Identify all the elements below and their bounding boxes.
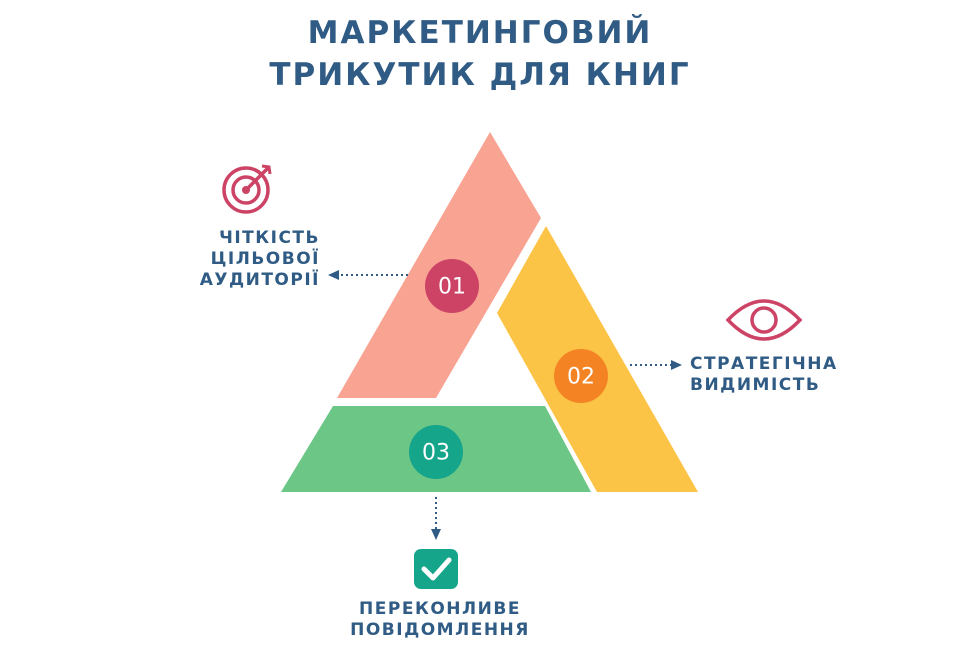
connector-01 [328,270,408,280]
page-title: МАРКЕТИНГОВИЙ ТРИКУТИК ДЛЯ КНИГ [0,12,960,96]
segment-03-badge: 03 [409,425,463,479]
segment-01-label: ЧІТКІСТЬ ЦІЛЬОВОЇ АУДИТОРІЇ [199,228,320,290]
connector-02 [630,360,682,370]
eye-icon [725,299,803,341]
segment-03-label: ПЕРЕКОНЛИВЕ ПОВІДОМЛЕННЯ [350,599,530,640]
segment-03-number: 03 [422,441,450,466]
connector-03 [431,497,441,540]
segment-02-label: СТРАТЕГІЧНА ВИДИМІСТЬ [690,354,838,395]
title-line-1: МАРКЕТИНГОВИЙ [307,15,653,51]
segment-02-badge: 02 [554,349,608,403]
title-line-2: ТРИКУТИК ДЛЯ КНИГ [269,57,691,93]
segment-02-number: 02 [567,365,595,390]
check-icon [414,549,458,589]
segment-01-number: 01 [438,275,466,300]
target-icon [222,164,272,214]
segment-01-badge: 01 [425,259,479,313]
